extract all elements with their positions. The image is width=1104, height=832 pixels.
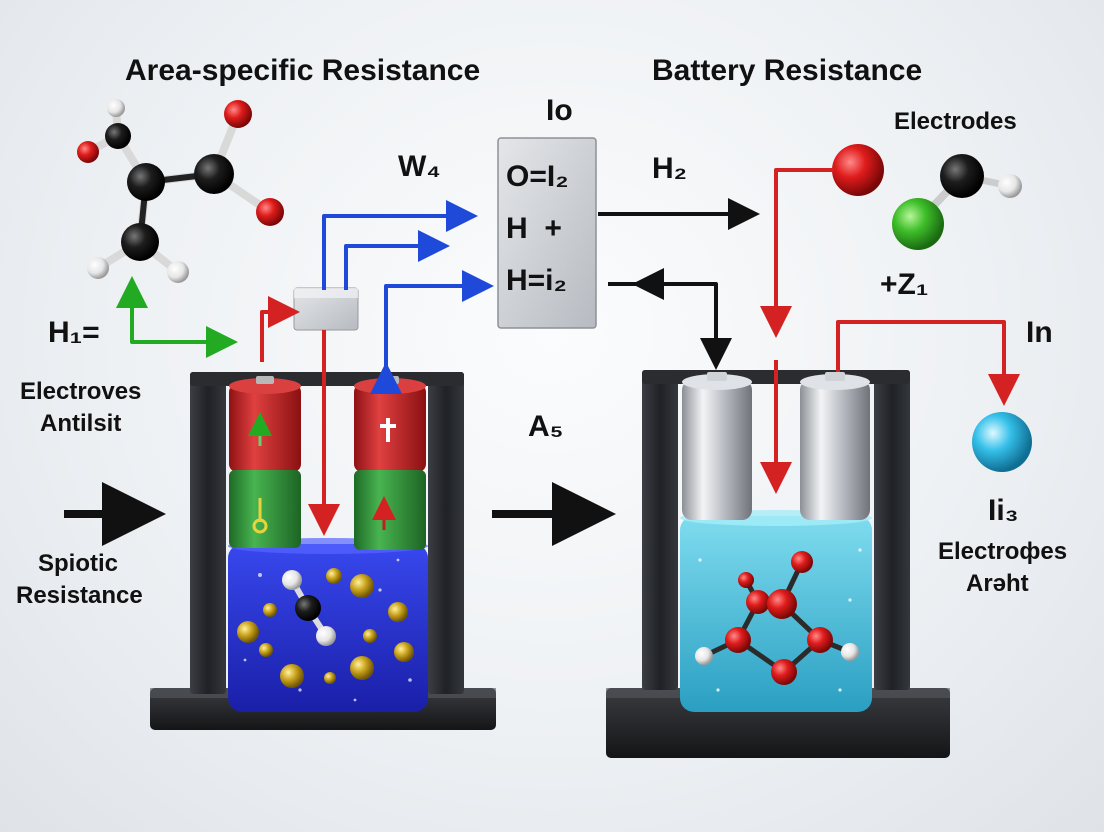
label-h2: H₂ [652, 152, 687, 185]
right-title: Battery Resistance [652, 54, 923, 87]
label-a5: A₅ [528, 410, 564, 443]
label-areht: Arəht [966, 570, 1029, 597]
left-cell-positive [229, 376, 301, 548]
top-left-molecule [77, 99, 284, 283]
electrodes-molecule [892, 154, 1022, 250]
box-line-3: H=i₂ [506, 264, 567, 297]
box-line-2: H + [506, 212, 562, 245]
left-electrolyte [228, 538, 428, 712]
label-h1: H₁= [48, 316, 100, 349]
label-io: Io [546, 94, 573, 127]
label-in: In [1026, 316, 1053, 349]
label-antilsit: Antilsit [40, 410, 122, 437]
equation-box [497, 137, 597, 329]
left-title: Area-specific Resistance [125, 54, 481, 87]
label-electroves-right: Electroфes [938, 538, 1068, 565]
label-resistance: Resistance [16, 582, 143, 609]
label-ii3: Ii₃ [988, 494, 1019, 527]
label-electroves: Electroves [20, 378, 142, 405]
label-z1: +Z₁ [880, 268, 929, 301]
right-electrolyte-molecule [695, 551, 859, 685]
label-electrodes: Electrodes [894, 108, 1017, 135]
label-w4: W₄ [398, 150, 441, 183]
right-battery-apparatus [606, 370, 950, 758]
right-cell-right [800, 372, 870, 520]
left-cell-negative [354, 376, 426, 550]
cyan-atom [972, 412, 1032, 472]
box-line-1: O=I₂ [506, 160, 569, 193]
right-cell-left [682, 372, 752, 520]
connection-arrows [64, 168, 1020, 546]
connector-block [293, 287, 359, 331]
red-atom [832, 144, 884, 196]
label-spiotic: Spiotic [38, 550, 119, 577]
